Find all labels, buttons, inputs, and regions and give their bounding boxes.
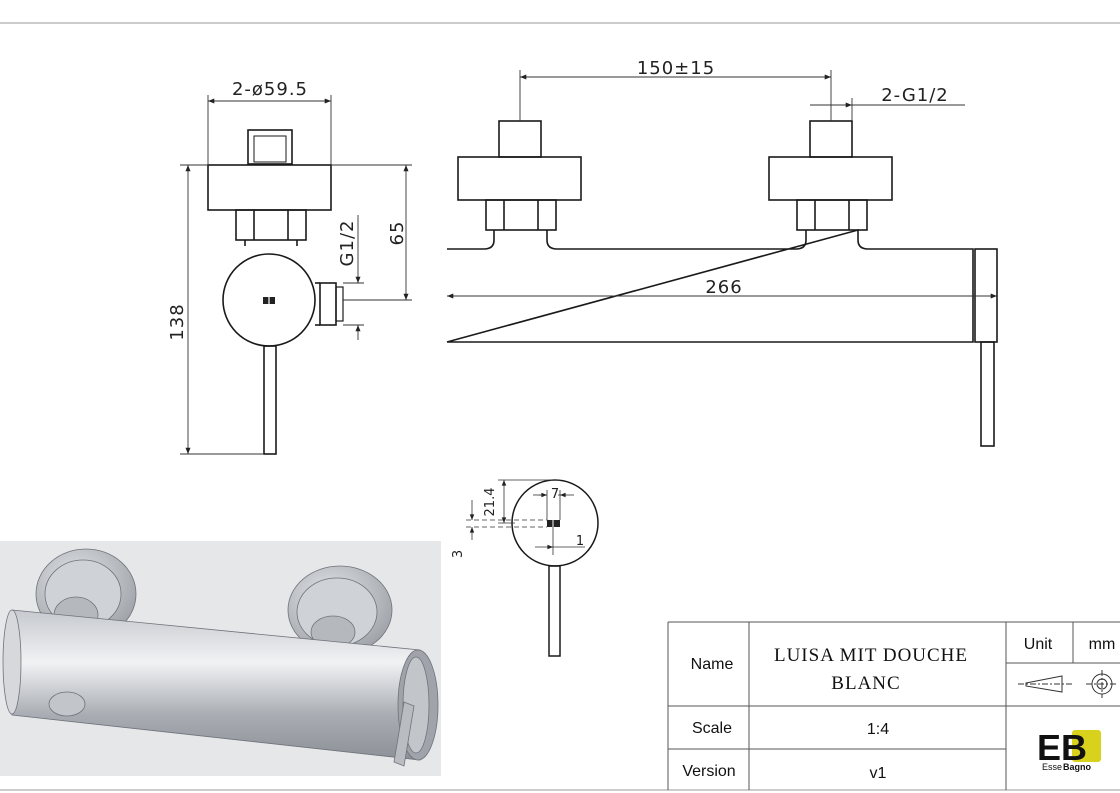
side-view-lever [263,345,277,455]
logo-word-bagno: Bagno [1063,762,1092,772]
dim-diameter-label: 2-ø59.5 [232,79,308,100]
dim-7-label: 7 [551,487,559,502]
dim-21-4-label: 21.4 [483,488,498,517]
dim-spacing-label: 150±15 [637,58,715,79]
title-block-name-label: Name [691,656,734,673]
projection-symbol-icon [1018,670,1118,698]
detail-view-dimensions [466,479,585,555]
essebagno-logo: EB Esse Bagno [1037,727,1101,772]
dim-thread-top-label: 2-G1/2 [881,85,949,106]
side-view-hex [235,209,307,241]
title-block-version-value: v1 [870,765,887,782]
front-view-end-cap [974,248,998,343]
dim-thread-side-label: G1/2 [337,220,358,267]
dim-height-138-label: 138 [167,303,188,340]
title-block-unit-label: Unit [1024,636,1053,653]
dim-length-label: 266 [705,277,742,298]
title-block-scale-label: Scale [692,720,732,737]
detail-view-lever [548,565,561,657]
side-view-connector-nut [247,129,293,165]
front-view-right-flange [768,156,893,201]
front-view-lever [980,341,995,447]
front-view-right-nut [809,120,853,158]
detail-view [511,479,599,657]
front-view-left-nut [498,120,542,158]
title-block-name-line2: BLANC [831,673,900,694]
title-block [667,621,1120,790]
logo-word-esse: Esse [1042,762,1062,772]
front-view-dimensions [447,70,997,299]
logo-mark: EB [1037,727,1087,768]
side-view-outlet [319,282,337,326]
front-view-right-hex [796,199,868,231]
title-block-unit-value: mm [1089,636,1116,653]
front-view-left-hex [485,199,557,231]
side-view-flange [207,164,332,211]
dim-1-label: 1 [576,534,584,549]
front-view-left-flange [457,156,582,201]
dim-3-label: 3 [451,550,466,558]
side-view [207,129,344,455]
side-view-dimensions [180,95,412,455]
dim-height-65-label: 65 [387,221,408,246]
title-block-scale-value: 1:4 [867,721,889,738]
render-3d-preview [0,541,441,776]
title-block-version-label: Version [682,763,735,780]
title-block-name-line1: LUISA MIT DOUCHE [774,645,968,666]
